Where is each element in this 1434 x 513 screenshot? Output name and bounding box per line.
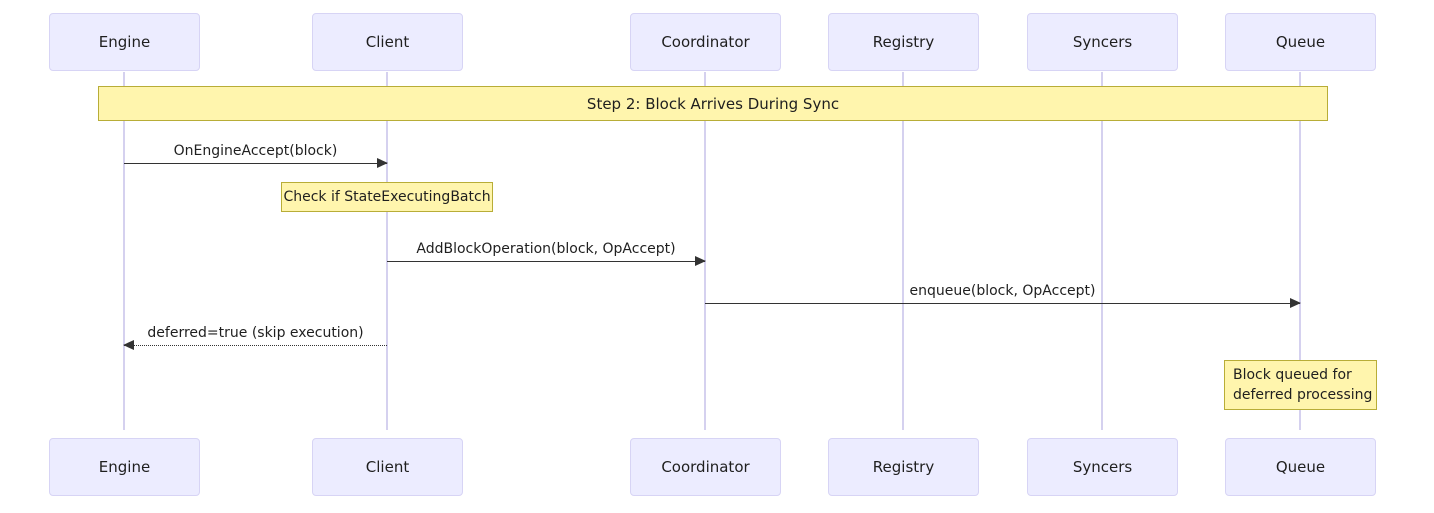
participant-registry-bottom[interactable]: Registry bbox=[828, 438, 979, 496]
participant-queue-bottom[interactable]: Queue bbox=[1225, 438, 1376, 496]
lifeline-engine bbox=[123, 72, 125, 430]
arrowhead-right-icon bbox=[377, 158, 388, 168]
message-line bbox=[387, 261, 705, 262]
step-banner: Step 2: Block Arrives During Sync bbox=[98, 86, 1328, 121]
participant-engine-bottom[interactable]: Engine bbox=[49, 438, 200, 496]
message-label: OnEngineAccept(block) bbox=[173, 143, 338, 159]
participant-label: Syncers bbox=[1072, 458, 1133, 476]
message-label: AddBlockOperation(block, OpAccept) bbox=[416, 241, 676, 257]
participant-label: Registry bbox=[872, 458, 935, 476]
participant-coordinator-bottom[interactable]: Coordinator bbox=[630, 438, 781, 496]
lifeline-syncers bbox=[1101, 72, 1103, 430]
arrowhead-right-icon bbox=[1290, 298, 1301, 308]
message-deferred-true: deferred=true (skip execution) bbox=[123, 325, 387, 350]
message-line bbox=[124, 345, 387, 346]
message-label: deferred=true (skip execution) bbox=[147, 325, 364, 341]
lifeline-client bbox=[386, 72, 388, 430]
participant-label: Client bbox=[365, 33, 410, 51]
note-line: Check if StateExecutingBatch bbox=[283, 189, 491, 205]
participant-client-top[interactable]: Client bbox=[312, 13, 463, 71]
note-line: deferred processing bbox=[1233, 387, 1373, 403]
message-addblockoperation: AddBlockOperation(block, OpAccept) bbox=[387, 241, 706, 266]
lifeline-queue bbox=[1299, 72, 1301, 430]
participant-client-bottom[interactable]: Client bbox=[312, 438, 463, 496]
note-block-queued-for-deferred-processing: Block queued for deferred processing bbox=[1224, 360, 1377, 410]
participant-label: Engine bbox=[98, 33, 151, 51]
message-onengineaccept: OnEngineAccept(block) bbox=[124, 143, 388, 168]
message-line bbox=[124, 163, 387, 164]
participant-coordinator-top[interactable]: Coordinator bbox=[630, 13, 781, 71]
participant-label: Registry bbox=[872, 33, 935, 51]
participant-label: Syncers bbox=[1072, 33, 1133, 51]
participant-label: Client bbox=[365, 458, 410, 476]
message-enqueue: enqueue(block, OpAccept) bbox=[705, 283, 1301, 308]
participant-label: Coordinator bbox=[661, 33, 750, 51]
note-check-state-executing-batch: Check if StateExecutingBatch bbox=[281, 182, 493, 212]
step-banner-label: Step 2: Block Arrives During Sync bbox=[586, 94, 840, 113]
participant-label: Queue bbox=[1275, 458, 1326, 476]
participant-syncers-top[interactable]: Syncers bbox=[1027, 13, 1178, 71]
participant-syncers-bottom[interactable]: Syncers bbox=[1027, 438, 1178, 496]
participant-label: Queue bbox=[1275, 33, 1326, 51]
lifeline-registry bbox=[902, 72, 904, 430]
message-line bbox=[705, 303, 1300, 304]
arrowhead-left-icon bbox=[123, 340, 134, 350]
note-line: Block queued for bbox=[1233, 367, 1352, 383]
participant-queue-top[interactable]: Queue bbox=[1225, 13, 1376, 71]
participant-label: Engine bbox=[98, 458, 151, 476]
message-label: enqueue(block, OpAccept) bbox=[909, 283, 1096, 299]
participant-label: Coordinator bbox=[661, 458, 750, 476]
participant-registry-top[interactable]: Registry bbox=[828, 13, 979, 71]
arrowhead-right-icon bbox=[695, 256, 706, 266]
participant-engine-top[interactable]: Engine bbox=[49, 13, 200, 71]
lifeline-coordinator bbox=[704, 72, 706, 430]
